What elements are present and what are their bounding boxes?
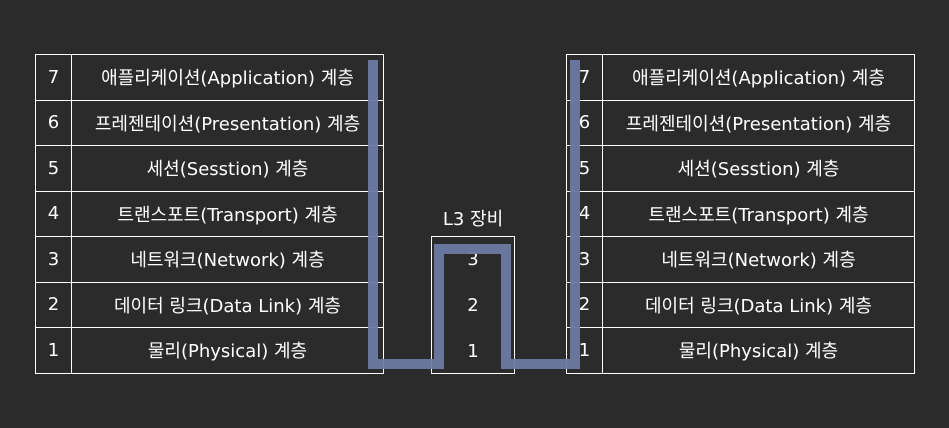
layer-number: 7 xyxy=(35,54,72,101)
layer-number: 1 xyxy=(566,327,603,374)
device-layer-2: 2 xyxy=(467,295,479,316)
layer-number: 6 xyxy=(566,99,603,146)
layer-number: 6 xyxy=(35,99,72,146)
layer-name: 물리(Physical) 계층 xyxy=(602,327,915,374)
right-layer-3: 3 네트워크(Network) 계층 xyxy=(566,236,915,283)
device-layer-1: 1 xyxy=(467,341,479,362)
layer-name: 프레젠테이션(Presentation) 계층 xyxy=(71,99,384,146)
layer-number: 3 xyxy=(35,236,72,283)
layer-number: 1 xyxy=(35,327,72,374)
layer-name: 물리(Physical) 계층 xyxy=(71,327,384,374)
l3-device-box: 3 2 1 xyxy=(431,236,515,374)
layer-name: 트랜스포트(Transport) 계층 xyxy=(71,190,384,237)
layer-name: 세션(Sesstion) 계층 xyxy=(602,145,915,192)
layer-number: 4 xyxy=(35,190,72,237)
layer-number: 3 xyxy=(566,236,603,283)
right-osi-stack: 7 애플리케이션(Application) 계층 6 프레젠테이션(Presen… xyxy=(566,54,915,374)
left-layer-2: 2 데이터 링크(Data Link) 계층 xyxy=(35,281,384,328)
layer-number: 5 xyxy=(35,145,72,192)
right-layer-4: 4 트랜스포트(Transport) 계층 xyxy=(566,190,915,237)
layer-name: 데이터 링크(Data Link) 계층 xyxy=(71,281,384,328)
right-layer-7: 7 애플리케이션(Application) 계층 xyxy=(566,54,915,101)
layer-name: 세션(Sesstion) 계층 xyxy=(71,145,384,192)
left-layer-7: 7 애플리케이션(Application) 계층 xyxy=(35,54,384,101)
layer-number: 5 xyxy=(566,145,603,192)
layer-name: 애플리케이션(Application) 계층 xyxy=(602,54,915,101)
layer-name: 애플리케이션(Application) 계층 xyxy=(71,54,384,101)
left-layer-4: 4 트랜스포트(Transport) 계층 xyxy=(35,190,384,237)
left-layer-1: 1 물리(Physical) 계층 xyxy=(35,327,384,374)
left-layer-3: 3 네트워크(Network) 계층 xyxy=(35,236,384,283)
layer-name: 트랜스포트(Transport) 계층 xyxy=(602,190,915,237)
layer-name: 네트워크(Network) 계층 xyxy=(602,236,915,283)
left-layer-6: 6 프레젠테이션(Presentation) 계층 xyxy=(35,99,384,146)
right-layer-5: 5 세션(Sesstion) 계층 xyxy=(566,145,915,192)
left-layer-5: 5 세션(Sesstion) 계층 xyxy=(35,145,384,192)
right-layer-6: 6 프레젠테이션(Presentation) 계층 xyxy=(566,99,915,146)
layer-number: 4 xyxy=(566,190,603,237)
left-osi-stack: 7 애플리케이션(Application) 계층 6 프레젠테이션(Presen… xyxy=(35,54,384,374)
right-layer-2: 2 데이터 링크(Data Link) 계층 xyxy=(566,281,915,328)
layer-name: 프레젠테이션(Presentation) 계층 xyxy=(602,99,915,146)
layer-number: 7 xyxy=(566,54,603,101)
device-layer-3: 3 xyxy=(467,249,479,270)
device-label: L3 장비 xyxy=(442,209,504,230)
layer-name: 네트워크(Network) 계층 xyxy=(71,236,384,283)
layer-number: 2 xyxy=(35,281,72,328)
layer-number: 2 xyxy=(566,281,603,328)
right-layer-1: 1 물리(Physical) 계층 xyxy=(566,327,915,374)
layer-name: 데이터 링크(Data Link) 계층 xyxy=(602,281,915,328)
